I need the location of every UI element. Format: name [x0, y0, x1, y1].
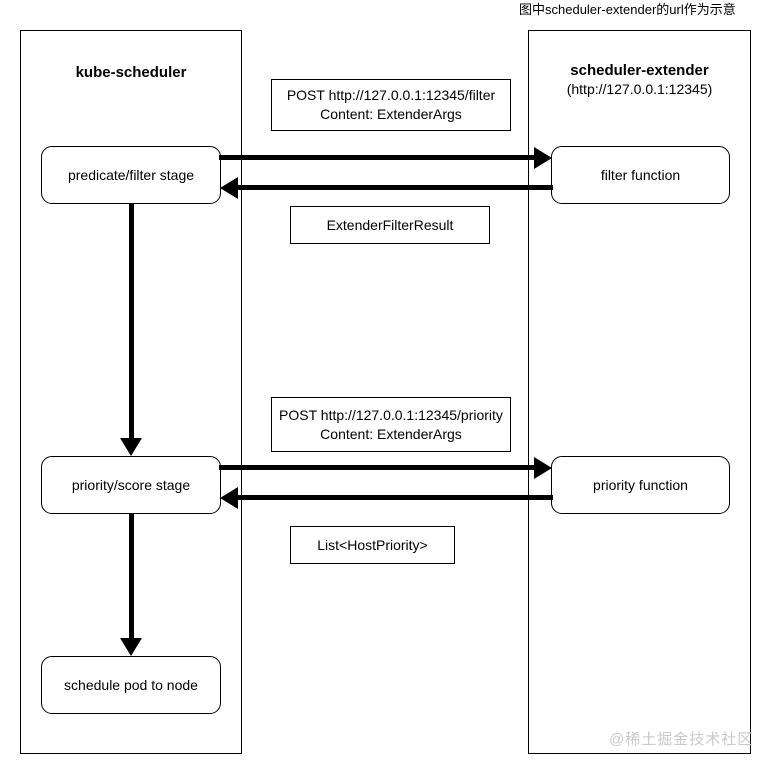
schedule-pod-to-node-label: schedule pod to node — [64, 677, 198, 693]
filter-response-arrowhead — [220, 176, 238, 199]
filter-function-box[interactable]: filter function — [551, 146, 730, 204]
priority-function-box[interactable]: priority function — [551, 456, 730, 514]
filter-request-arrowhead — [534, 146, 552, 169]
priority-to-schedule-arrowhead — [120, 638, 142, 656]
watermark-text: @稀土掘金技术社区 — [609, 731, 754, 748]
predicate-filter-stage-label: predicate/filter stage — [67, 167, 195, 183]
priority-response-line-1: List<HostPriority> — [317, 536, 428, 553]
scheduler-extender-url: (http://127.0.0.1:12345) — [566, 81, 713, 97]
kube-scheduler-title: kube-scheduler — [75, 64, 187, 81]
predicate-filter-stage-box[interactable]: predicate/filter stage — [41, 146, 221, 204]
schedule-pod-to-node-box[interactable]: schedule pod to node — [41, 656, 221, 714]
priority-function-label: priority function — [593, 477, 688, 493]
filter-response-line-1: ExtenderFilterResult — [326, 216, 454, 233]
filter-request-line-1: POST http://127.0.0.1:12345/filter — [286, 87, 496, 103]
predicate-to-priority-arrowhead — [120, 438, 142, 456]
filter-request-line-2: Content: ExtenderArgs — [320, 106, 462, 122]
priority-request-line-2: Content: ExtenderArgs — [320, 425, 462, 442]
filter-request-message-box: POST http://127.0.0.1:12345/filter Conte… — [271, 79, 511, 131]
priority-score-stage-label: priority/score stage — [71, 477, 191, 493]
top-annotation-note: 图中scheduler-extender的url作为示意 — [519, 2, 736, 17]
priority-request-message-box: POST http://127.0.0.1:12345/priority Con… — [271, 397, 511, 452]
priority-score-stage-box[interactable]: priority/score stage — [41, 456, 221, 514]
priority-to-schedule-arrow-line — [128, 514, 134, 638]
priority-response-message-box: List<HostPriority> — [290, 526, 455, 564]
filter-response-arrow-line — [238, 185, 553, 190]
predicate-to-priority-arrow-line — [128, 204, 134, 438]
priority-request-line-1: POST http://127.0.0.1:12345/priority — [279, 406, 503, 423]
scheduler-extender-container: scheduler-extender (http://127.0.0.1:123… — [528, 30, 751, 754]
filter-response-message-box: ExtenderFilterResult — [290, 206, 490, 244]
scheduler-extender-title: scheduler-extender — [570, 62, 709, 79]
filter-request-arrow-line — [219, 155, 535, 160]
priority-request-arrow-line — [219, 465, 535, 470]
priority-response-arrow-line — [238, 495, 553, 500]
filter-function-label: filter function — [600, 167, 681, 183]
priority-response-arrowhead — [220, 486, 238, 509]
priority-request-arrowhead — [534, 456, 552, 479]
